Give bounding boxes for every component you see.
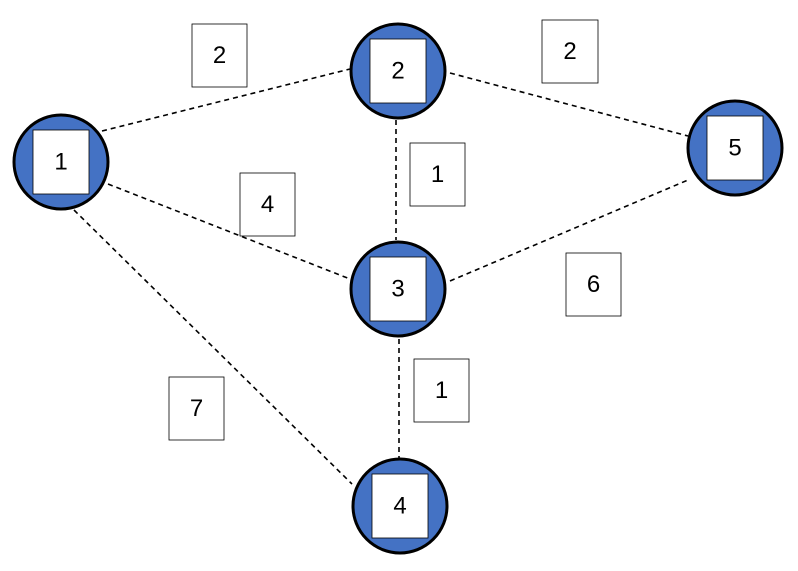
weight-text: 1 [431,161,444,188]
edge-1-2 [101,68,351,132]
weight-box [409,142,466,207]
weight-box [541,19,599,84]
weight-box [239,172,296,237]
node-label: 4 [393,493,406,520]
node-2: 2 [349,22,447,120]
weight-text: 1 [435,377,448,404]
weight-box [413,358,470,423]
weight-label-2-3: 1 [409,142,466,207]
node-box [369,256,427,322]
edge-1-3 [107,183,351,280]
weight-label-1-2: 2 [191,23,248,88]
node-box [706,115,764,181]
nodes-layer: 1 2 3 4 5 [12,22,784,555]
node-box [369,38,427,104]
weights-layer: 2 2 1 4 6 1 7 [168,19,622,441]
edge-3-5 [449,179,689,282]
weight-text: 4 [261,191,274,218]
weight-label-1-4: 7 [168,376,225,441]
weight-label-3-4: 1 [413,358,470,423]
node-box [371,473,429,539]
node-3: 3 [349,240,447,338]
weight-text: 2 [213,42,226,69]
weight-box [191,23,248,88]
node-4: 4 [351,457,449,555]
weight-text: 2 [563,38,576,65]
weight-text: 7 [190,395,203,422]
node-5: 5 [686,99,784,197]
node-label: 1 [54,149,67,176]
weight-box [168,376,225,441]
weight-text: 6 [587,271,600,298]
weight-label-2-5: 2 [541,19,599,84]
node-box [32,129,90,195]
edge-1-4 [73,209,353,485]
weight-label-1-3: 4 [239,172,296,237]
node-1: 1 [12,113,110,211]
weight-label-3-5: 6 [565,252,622,317]
node-label: 2 [391,58,404,85]
node-label: 3 [391,276,404,303]
edges-layer [73,68,689,485]
weight-box [565,252,622,317]
node-label: 5 [728,135,741,162]
